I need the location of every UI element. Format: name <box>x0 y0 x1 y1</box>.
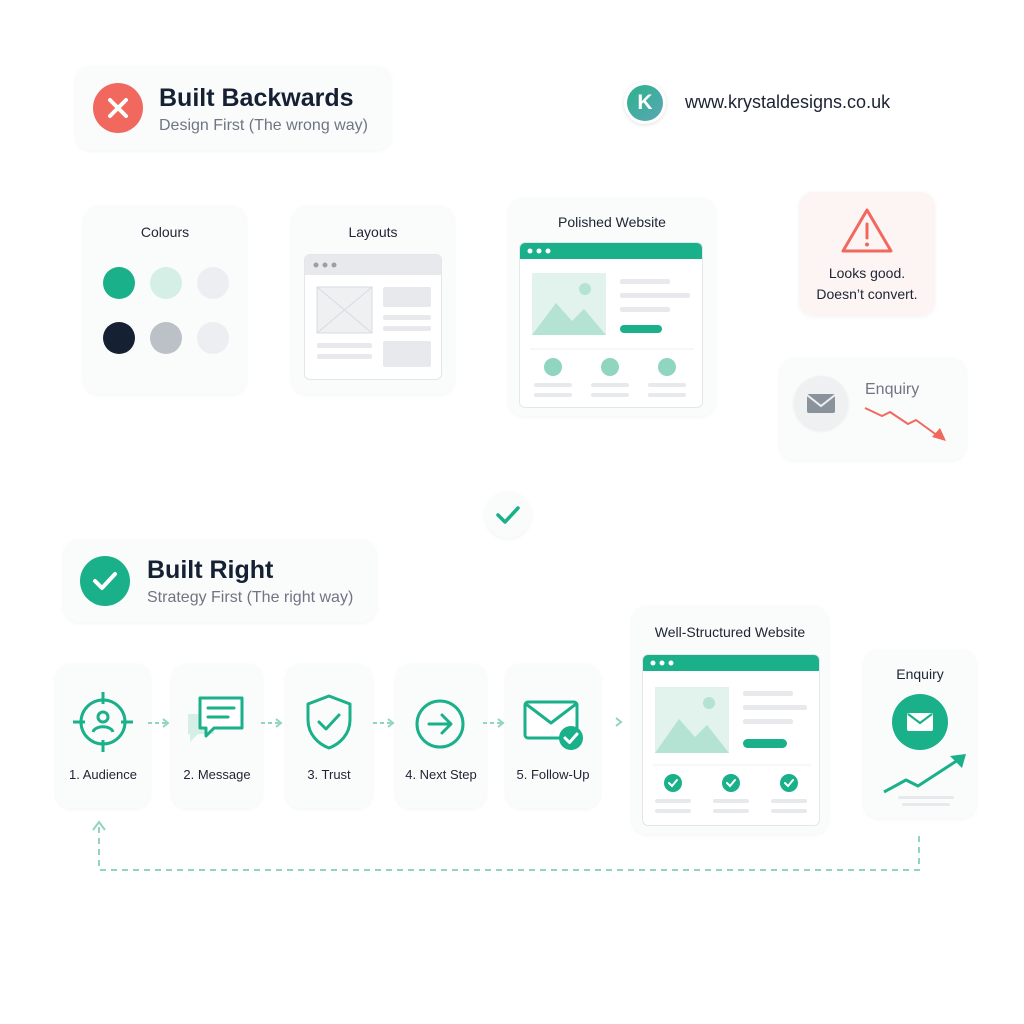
swatch-teal-light <box>150 267 182 299</box>
swatch-grey-light <box>197 267 229 299</box>
dashed-arrow-icon <box>481 717 507 729</box>
step-trust: 3. Trust <box>286 664 372 808</box>
built-right-title: Built Right <box>147 556 274 584</box>
falling-enquiry-label: Enquiry <box>865 381 920 398</box>
rising-enquiry-card: Enquiry <box>864 650 976 818</box>
shield-check-icon <box>302 692 356 752</box>
step-next-step: 4. Next Step <box>396 664 486 808</box>
brand-url[interactable]: www.krystaldesigns.co.uk <box>685 92 891 112</box>
falling-enquiry-card: Enquiry <box>780 358 966 460</box>
wireframe-illustration <box>304 254 442 380</box>
warning-triangle-icon <box>839 206 895 256</box>
arrow-circle-icon <box>412 696 468 752</box>
step-label: 3. Trust <box>307 767 351 782</box>
colours-title: Colours <box>140 224 190 240</box>
swatch-teal <box>103 267 135 299</box>
built-right-subtitle: Strategy First (The right way) <box>147 589 354 606</box>
structured-website-mockup <box>642 654 820 826</box>
built-right-header: Built Right Strategy First (The right wa… <box>64 540 376 622</box>
layouts-title: Layouts <box>348 224 398 240</box>
warning-line-2: Doesn’t convert. <box>816 286 918 302</box>
target-user-icon <box>71 690 135 754</box>
built-backwards-subtitle: Design First (The wrong way) <box>159 117 368 134</box>
message-icon <box>184 694 250 750</box>
step-label: 2. Message <box>183 767 251 782</box>
polished-website-card: Polished Website <box>509 198 715 416</box>
check-icon <box>80 556 130 606</box>
mail-check-icon <box>522 698 586 754</box>
step-label: 1. Audience <box>69 767 137 782</box>
swatch-grey <box>150 322 182 354</box>
step-follow-up: 5. Follow-Up <box>506 664 600 808</box>
step-label: 4. Next Step <box>405 767 477 782</box>
feedback-loop-arrow <box>88 818 928 878</box>
layouts-card: Layouts <box>292 206 454 394</box>
swatch-navy <box>103 322 135 354</box>
mail-circle-icon <box>892 694 948 750</box>
rising-enquiry-title: Enquiry <box>896 666 944 682</box>
well-structured-website-title: Well-Structured Website <box>654 624 806 640</box>
dashed-arrow-icon <box>371 717 397 729</box>
dashed-arrow-icon <box>259 717 285 729</box>
colours-card: Colours <box>84 206 246 394</box>
warning-line-1: Looks good. <box>828 265 906 281</box>
built-backwards-title: Built Backwards <box>159 84 354 112</box>
step-label: 5. Follow-Up <box>516 767 590 782</box>
step-message: 2. Message <box>172 664 262 808</box>
small-arrow-icon <box>612 716 626 728</box>
close-icon <box>93 83 143 133</box>
step-audience: 1. Audience <box>56 664 150 808</box>
built-backwards-header: Built Backwards Design First (The wrong … <box>76 66 391 150</box>
dashed-arrow-icon <box>146 717 172 729</box>
brand-logo: K <box>624 82 666 124</box>
well-structured-website-card: Well-Structured Website <box>632 606 828 834</box>
polished-website-title: Polished Website <box>558 214 666 230</box>
website-mockup <box>519 242 703 408</box>
brand-logo-letter: K <box>637 91 653 114</box>
divider-check-icon <box>485 492 531 538</box>
mail-icon <box>794 376 848 430</box>
swatch-grey-lighter <box>197 322 229 354</box>
trend-down-icon <box>862 404 952 446</box>
trend-up-icon <box>880 752 972 808</box>
warning-card: Looks good. Doesn’t convert. <box>799 192 935 316</box>
